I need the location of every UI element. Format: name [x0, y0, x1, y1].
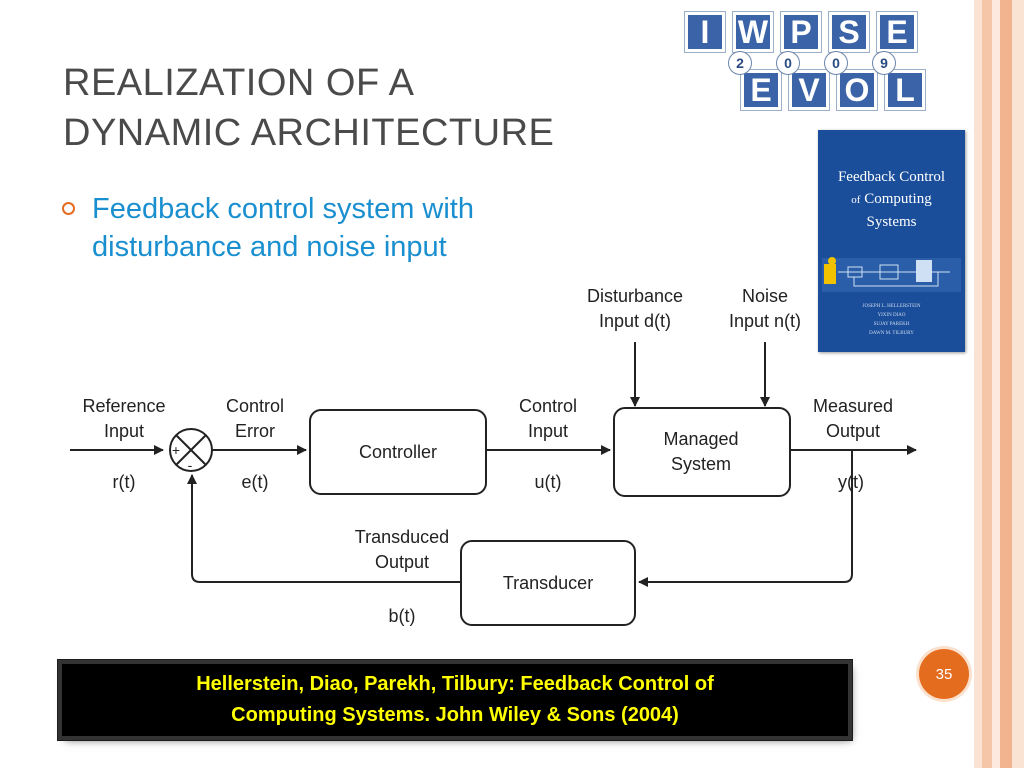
- controller-block: [309, 409, 487, 495]
- disturbance-label-2: Input d(t): [599, 311, 671, 331]
- managed-system-label-2: System: [671, 454, 731, 474]
- transduced-output-label-2: Output: [375, 552, 429, 572]
- decorative-side-stripes: [974, 0, 1024, 768]
- book-cover-diagram-icon: [822, 257, 961, 292]
- minus-sign: -: [188, 457, 193, 473]
- bullet-point: Feedback control system with disturbance…: [62, 190, 542, 266]
- measured-output-label-1: Measured: [813, 396, 893, 416]
- control-input-label-1: Control: [519, 396, 577, 416]
- book-author: SUJAY PAREKH: [873, 322, 910, 327]
- e-label: e(t): [242, 472, 269, 492]
- logo-tile: P: [781, 12, 821, 52]
- controller-label: Controller: [359, 442, 437, 462]
- side-stripe: [974, 0, 982, 768]
- book-author: JOSEPH L. HELLERSTEIN: [862, 304, 921, 309]
- transducer-label: Transducer: [503, 573, 593, 593]
- logo-tile: W: [733, 12, 773, 52]
- control-input-label-2: Input: [528, 421, 568, 441]
- citation-line-2: Computing Systems. John Wiley & Sons (20…: [231, 704, 679, 726]
- book-title-line-1: Feedback Control: [837, 169, 946, 185]
- book-title: Feedback Control of Computing Systems: [818, 166, 965, 233]
- reference-input-label-1: Reference: [82, 396, 165, 416]
- book-title-line-3: Systems: [866, 214, 917, 230]
- measured-output-label-2: Output: [826, 421, 880, 441]
- title-line-1: REALIZATION OF A: [63, 62, 415, 104]
- side-stripe: [982, 0, 992, 768]
- b-label: b(t): [389, 606, 416, 626]
- control-error-label-1: Control: [226, 396, 284, 416]
- book-cover-image: Feedback Control of Computing Systems JO…: [818, 130, 965, 352]
- iwpse-evol-logo: I W P S E E V O L 2 0 0 9: [685, 12, 967, 115]
- logo-tile: S: [829, 12, 869, 52]
- noise-label-1: Noise: [742, 286, 788, 306]
- logo-year-digit: 2: [729, 52, 751, 74]
- reference-input-label-2: Input: [104, 421, 144, 441]
- side-stripe: [1012, 0, 1024, 768]
- summing-junction: + -: [169, 428, 213, 473]
- u-label: u(t): [535, 472, 562, 492]
- logo-tile: E: [741, 70, 781, 110]
- transduced-output-label-1: Transduced: [355, 527, 449, 547]
- logo-year-digit: 0: [777, 52, 799, 74]
- noise-label-2: Input n(t): [729, 311, 801, 331]
- bullet-line-2: disturbance and noise input: [92, 231, 447, 263]
- managed-system-label-1: Managed: [663, 429, 738, 449]
- control-error-label-2: Error: [235, 421, 275, 441]
- side-stripe: [1000, 0, 1012, 768]
- book-title-line-2: Computing: [864, 191, 932, 207]
- transduced-output-arrow: [187, 474, 461, 583]
- citation-line-1: Hellerstein, Diao, Parekh, Tilbury: Feed…: [196, 673, 714, 695]
- r-label: r(t): [113, 472, 136, 492]
- feedback-to-transducer-arrow: [638, 450, 853, 587]
- title-line-2: DYNAMIC ARCHITECTURE: [63, 112, 555, 154]
- logo-tile: V: [789, 70, 829, 110]
- book-author: DAWN M. TILBURY: [869, 331, 914, 336]
- logo-tile: L: [885, 70, 925, 110]
- feedback-control-diagram: Reference Input r(t) + - Control Error e…: [70, 286, 917, 626]
- side-stripe: [992, 0, 1000, 768]
- book-author: YIXIN DIAO: [877, 313, 906, 318]
- book-title-of: of: [851, 194, 861, 206]
- managed-system-block: [613, 407, 791, 497]
- logo-tile: E: [877, 12, 917, 52]
- page-number-badge: 35: [919, 649, 969, 699]
- slide-title: REALIZATION OF A DYNAMIC ARCHITECTURE: [63, 58, 643, 158]
- plus-sign: +: [172, 442, 180, 458]
- logo-year-digit: 9: [873, 52, 895, 74]
- disturbance-label-1: Disturbance: [587, 286, 683, 306]
- logo-tile: O: [837, 70, 877, 110]
- logo-tile: I: [685, 12, 725, 52]
- book-authors: JOSEPH L. HELLERSTEIN YIXIN DIAO SUJAY P…: [818, 302, 965, 338]
- bullet-line-1: Feedback control system with: [92, 193, 474, 225]
- bullet-icon: [62, 202, 75, 215]
- citation-box: Hellerstein, Diao, Parekh, Tilbury: Feed…: [62, 664, 848, 736]
- logo-year-digit: 0: [825, 52, 847, 74]
